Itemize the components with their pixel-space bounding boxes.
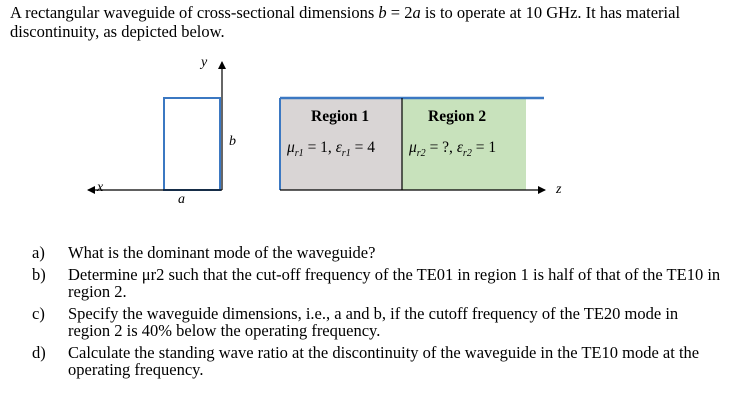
question-item: c) Specify the waveguide dimensions, i.e.… — [32, 303, 722, 340]
question-text: What is the dominant mode of the wavegui… — [68, 243, 376, 262]
epsilon-subscript: r1 — [341, 148, 351, 160]
question-letter: a) — [32, 243, 45, 262]
intro-eq: = 2 — [386, 3, 413, 22]
intro-a-var: a — [412, 3, 421, 22]
question-text: Calculate the standing wave ratio at the… — [68, 342, 700, 379]
epsilon-subscript: r2 — [462, 148, 472, 160]
region-2-title: Region 2 — [428, 108, 487, 125]
question-item: a) What is the dominant mode of the waveg… — [32, 244, 722, 262]
question-text: Specify the waveguide dimensions, i.e., … — [68, 303, 679, 340]
x-axis-label: x — [97, 180, 104, 195]
question-item: b) Determine μr2 such that the cut-off fr… — [32, 264, 722, 301]
waveguide-diagram — [87, 61, 546, 194]
z-axis-label: z — [556, 182, 562, 197]
mu-subscript: r1 — [294, 148, 304, 160]
intro-text-1: A rectangular waveguide of cross-section… — [10, 3, 379, 22]
question-list: a) What is the dominant mode of the waveg… — [32, 244, 722, 383]
question-item: d) Calculate the standing wave ratio at t… — [32, 342, 722, 379]
mu-symbol: μ — [287, 139, 295, 156]
region-1-title: Region 1 — [311, 108, 370, 125]
question-letter: d) — [32, 342, 46, 362]
intro-b-var: b — [378, 3, 387, 22]
mu-subscript: r2 — [416, 148, 426, 160]
y-axis-label: y — [201, 55, 208, 70]
mu-symbol: μ — [409, 139, 417, 156]
epsilon-value: = 1 — [471, 139, 497, 156]
epsilon-value: = 4 — [350, 139, 375, 156]
epsilon-symbol: ε — [335, 139, 342, 156]
intro-text-2: is to operate at 10 GHz. It has material… — [10, 3, 681, 41]
waveguide-figure: y x z a b Region 1 μr1 = 1, εr1 = 4 Regi… — [87, 55, 562, 207]
mu-value: = 1, — [303, 139, 336, 156]
region-2-params: μr2 = ?, εr2 = 1 — [409, 139, 496, 159]
region-1-fill — [280, 98, 402, 190]
problem-intro: A rectangular waveguide of cross-section… — [10, 3, 726, 41]
mu-value: = ?, — [425, 139, 457, 156]
question-letter: b) — [32, 264, 46, 284]
cross-section-rect — [163, 97, 221, 191]
region-1-params: μr1 = 1, εr1 = 4 — [287, 139, 375, 159]
epsilon-symbol: ε — [456, 139, 463, 156]
a-dimension-label: a — [178, 192, 185, 207]
b-dimension-label: b — [229, 134, 236, 149]
region-2-fill — [402, 98, 526, 190]
question-letter: c) — [32, 303, 45, 323]
question-text: Determine μr2 such that the cut-off freq… — [68, 264, 721, 301]
